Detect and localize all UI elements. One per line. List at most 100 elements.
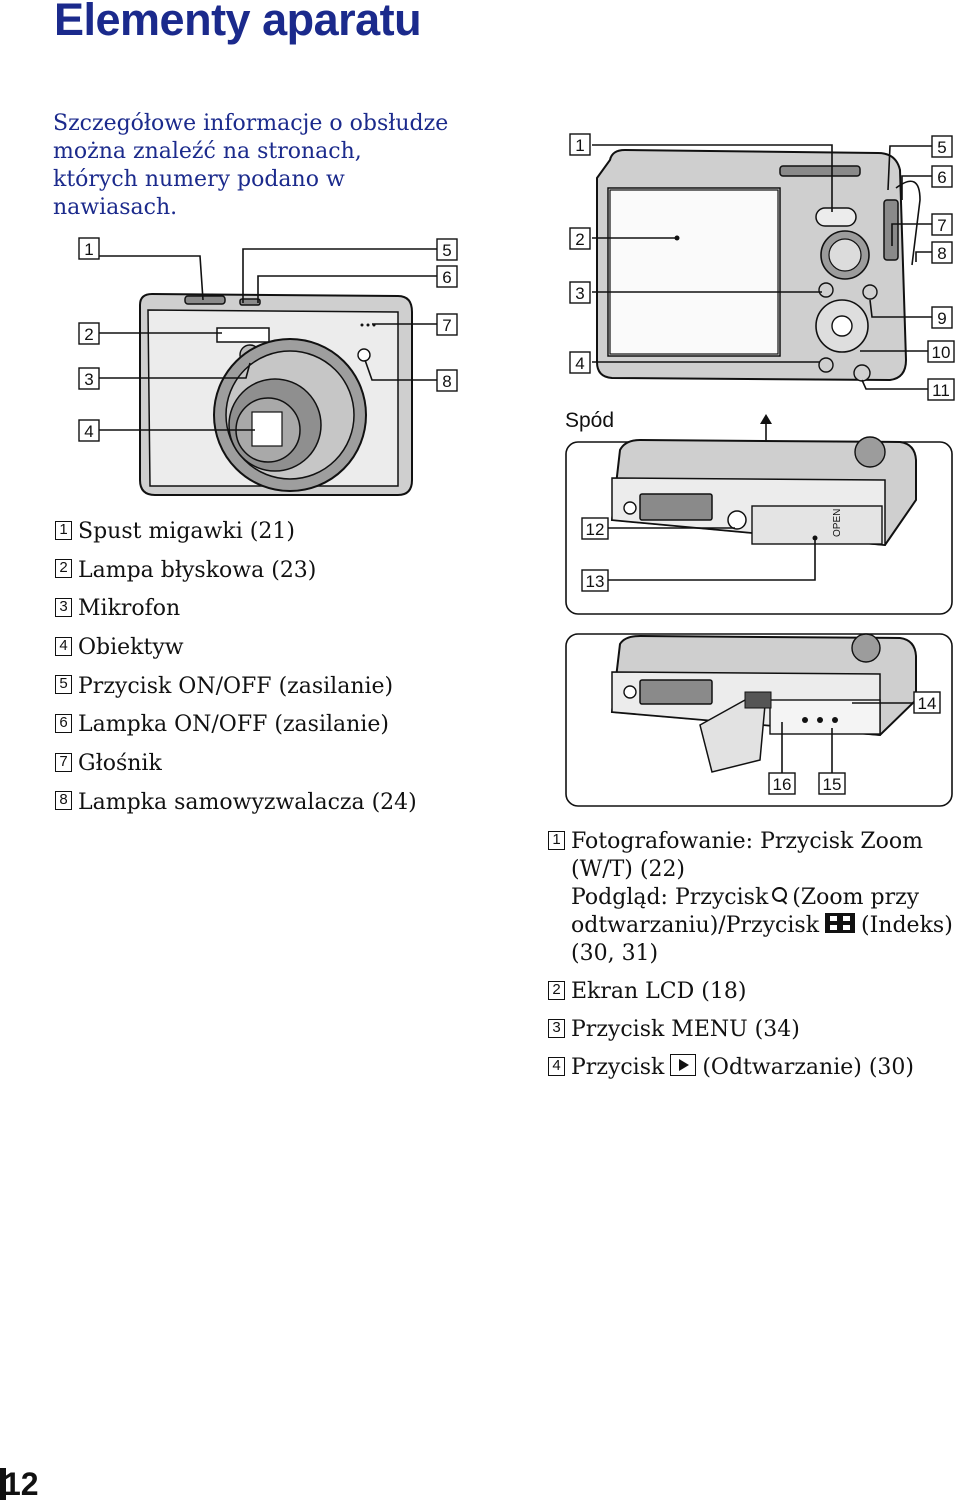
play-icon [670,1054,697,1076]
item-text: Lampka ON/OFF (zasilanie) [78,712,389,738]
bottom1-callouts: 12 13 [581,517,609,592]
callout-8: 8 [436,369,458,392]
list-item: 2 Ekran LCD (18) [548,978,960,1006]
svg-text:14: 14 [918,694,937,713]
svg-text:10: 10 [932,343,951,362]
list-item: 6 Lampka ON/OFF (zasilanie) [55,712,417,751]
item-number: 8 [55,791,72,811]
callout-1: 1 [78,237,100,260]
back-callout-7: 7 [931,213,953,236]
item-number: 7 [55,752,72,772]
back-callout-6: 6 [931,165,953,188]
svg-text:13: 13 [586,572,605,591]
page-title: Elementy aparatu [54,0,422,45]
list-item: 5 Przycisk ON/OFF (zasilanie) [55,674,417,713]
item-text-part: (Zoom przy odtwarzaniu)/Przycisk [571,885,920,938]
list-item: 1 Spust migawki (21) [55,519,417,558]
callout-13: 13 [581,569,609,592]
svg-text:7: 7 [442,316,451,335]
back-callout-3: 3 [569,281,591,304]
item-number: 3 [55,597,72,617]
item-text: Fotografowanie: Przycisk Zoom (W/T) (22)… [571,828,960,968]
svg-text:2: 2 [575,230,584,249]
item-number: 5 [55,675,72,695]
item-text-part: (Odtwarzanie) (30) [702,1055,915,1080]
svg-text:8: 8 [442,372,451,391]
item-number: 3 [548,1018,565,1038]
item-text: Przycisk ON/OFF (zasilanie) [78,673,394,699]
item-number: 4 [548,1056,565,1076]
list-item: 2 Lampa błyskowa (23) [55,558,417,597]
item-text-part: Fotografowanie: Przycisk Zoom (W/T) (22) [571,829,924,882]
item-text: Przycisk MENU (34) [571,1017,800,1042]
back-callout-9: 9 [931,306,953,329]
item-text-part: (Indeks) (30, 31) [571,913,953,966]
page-number: 12 [3,1466,39,1502]
callout-6: 6 [436,265,458,288]
item-text: Lampka samowyzwalacza (24) [78,789,417,815]
list-item: 3 Mikrofon [55,596,417,635]
svg-text:1: 1 [575,136,584,155]
svg-text:6: 6 [937,168,946,187]
svg-text:3: 3 [84,370,93,389]
item-text: Głośnik [78,751,162,777]
callout-2: 2 [78,322,100,345]
back-callout-4: 4 [569,351,591,374]
index-icon [825,913,856,933]
callout-15: 15 [818,772,846,795]
svg-text:6: 6 [442,268,451,287]
back-callout-2: 2 [569,227,591,250]
item-number: 2 [548,980,565,1000]
svg-text:2: 2 [84,325,93,344]
item-number: 4 [55,636,72,656]
item-number: 1 [55,520,72,540]
bottom-panel-1: OPEN [565,436,953,615]
zoom-icon [772,887,788,903]
front-callouts: 1 2 3 4 5 6 7 8 [78,237,458,442]
item-text: Ekran LCD (18) [571,979,747,1004]
svg-text:11: 11 [932,381,950,400]
list-item: 1 Fotografowanie: Przycisk Zoom (W/T) (22… [548,828,960,968]
svg-text:8: 8 [937,244,946,263]
open-label: OPEN [832,509,843,537]
back-camera-illustration [592,144,932,442]
item-text-part: Podgląd: Przycisk [571,885,769,910]
svg-text:4: 4 [84,422,93,441]
back-callout-5: 5 [931,135,953,158]
svg-text:15: 15 [823,775,842,794]
item-text: Mikrofon [78,596,181,622]
svg-text:9: 9 [937,309,946,328]
svg-text:16: 16 [773,775,792,794]
callout-12: 12 [581,517,609,540]
svg-text:5: 5 [937,138,946,157]
bottom-panel-2 [565,633,953,807]
front-camera-illustration [99,248,437,496]
callout-5: 5 [436,238,458,261]
list-item: 8 Lampka samowyzwalacza (24) [55,790,417,829]
callout-3: 3 [78,367,100,390]
item-number: 1 [548,830,565,850]
svg-text:12: 12 [586,520,605,539]
svg-text:7: 7 [937,216,946,235]
back-callout-1: 1 [569,133,591,156]
item-text-part: Przycisk [571,1055,665,1080]
callout-7: 7 [436,313,458,336]
svg-text:1: 1 [84,240,93,259]
svg-text:4: 4 [575,354,584,373]
back-callout-10: 10 [927,340,955,363]
front-parts-list: 1 Spust migawki (21) 2 Lampa błyskowa (23)… [55,519,417,829]
bottom-label: Spód [565,409,614,432]
item-text: Lampa błyskowa (23) [78,557,317,583]
item-text: Spust migawki (21) [78,519,295,544]
list-item: 3 Przycisk MENU (34) [548,1016,960,1044]
callout-4: 4 [78,419,100,442]
back-callouts: 1 2 3 4 5 6 7 8 9 10 11 [569,133,955,401]
callout-14: 14 [913,691,941,714]
bottom2-callouts: 14 16 15 [768,691,941,795]
item-number: 2 [55,559,72,579]
back-callout-11: 11 [927,378,955,401]
page-number-bar [0,1468,6,1500]
item-number: 6 [55,713,72,733]
